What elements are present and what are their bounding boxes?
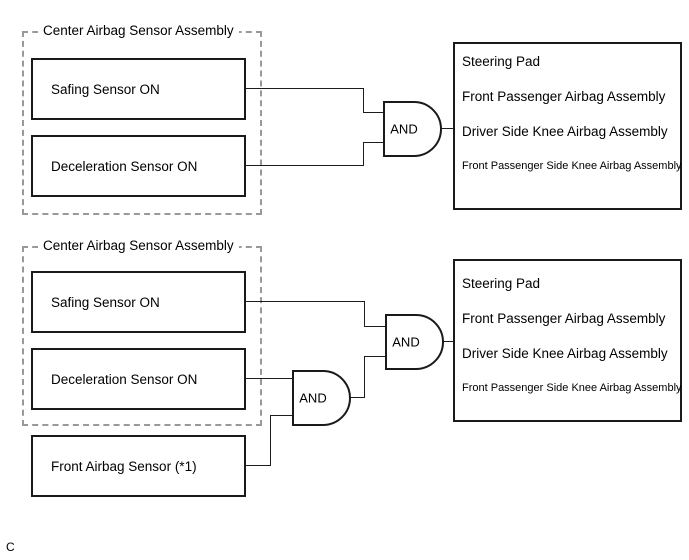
and-gate-label-top: AND	[390, 122, 417, 137]
and-gate-label-final-bottom: AND	[392, 335, 419, 350]
and-gate-final-bottom: AND	[385, 314, 445, 375]
front-airbag-sensor-box: Front Airbag Sensor (*1)	[31, 435, 246, 497]
assembly-title-bottom: Center Airbag Sensor Assembly	[38, 238, 239, 253]
and-gate-shape	[385, 314, 444, 370]
output-devices-box-bottom: Steering Pad Front Passenger Airbag Asse…	[453, 259, 682, 422]
safing-sensor-label-bottom: Safing Sensor ON	[51, 294, 160, 310]
and-gate-intermediate-bottom: AND	[292, 370, 352, 431]
deceleration-sensor-label-bottom: Deceleration Sensor ON	[51, 371, 198, 387]
wire	[363, 88, 364, 113]
output-driver-knee-airbag-bottom: Driver Side Knee Airbag Assembly	[462, 346, 668, 361]
wire	[364, 356, 385, 357]
assembly-title-top: Center Airbag Sensor Assembly	[38, 23, 239, 38]
safing-sensor-box-bottom: Safing Sensor ON	[31, 271, 246, 333]
wire	[246, 301, 365, 302]
wire	[246, 165, 364, 166]
and-gate-shape	[383, 101, 442, 157]
and-gate-label-intermediate-bottom: AND	[299, 391, 326, 406]
wire	[364, 356, 365, 398]
wire	[246, 465, 271, 466]
output-front-passenger-airbag-top: Front Passenger Airbag Assembly	[462, 89, 666, 104]
wire	[270, 415, 292, 416]
wire	[364, 326, 385, 327]
figure-reference-label: C	[6, 540, 15, 554]
output-passenger-knee-airbag-bottom: Front Passenger Side Knee Airbag Assembl…	[462, 382, 682, 394]
wire	[363, 112, 384, 113]
deceleration-sensor-box-bottom: Deceleration Sensor ON	[31, 348, 246, 410]
wire	[350, 397, 365, 398]
deceleration-sensor-label-top: Deceleration Sensor ON	[51, 158, 198, 174]
wire	[442, 128, 454, 129]
and-gate-top: AND	[383, 101, 443, 162]
output-passenger-knee-airbag-top: Front Passenger Side Knee Airbag Assembl…	[462, 160, 682, 172]
deceleration-sensor-box-top: Deceleration Sensor ON	[31, 135, 246, 197]
wire	[246, 378, 292, 379]
front-airbag-sensor-label: Front Airbag Sensor (*1)	[51, 458, 197, 474]
output-front-passenger-airbag-bottom: Front Passenger Airbag Assembly	[462, 311, 666, 326]
output-steering-pad-bottom: Steering Pad	[462, 276, 541, 291]
wire	[363, 142, 364, 166]
wire	[270, 415, 271, 466]
wire	[443, 341, 454, 342]
safing-sensor-box-top: Safing Sensor ON	[31, 58, 246, 120]
output-steering-pad-top: Steering Pad	[462, 54, 541, 69]
safing-sensor-label-top: Safing Sensor ON	[51, 81, 160, 97]
wire	[246, 88, 364, 89]
output-devices-box-top: Steering Pad Front Passenger Airbag Asse…	[453, 42, 682, 210]
and-gate-shape	[292, 370, 351, 426]
wire	[363, 142, 384, 143]
wire	[364, 301, 365, 327]
output-driver-knee-airbag-top: Driver Side Knee Airbag Assembly	[462, 124, 668, 139]
